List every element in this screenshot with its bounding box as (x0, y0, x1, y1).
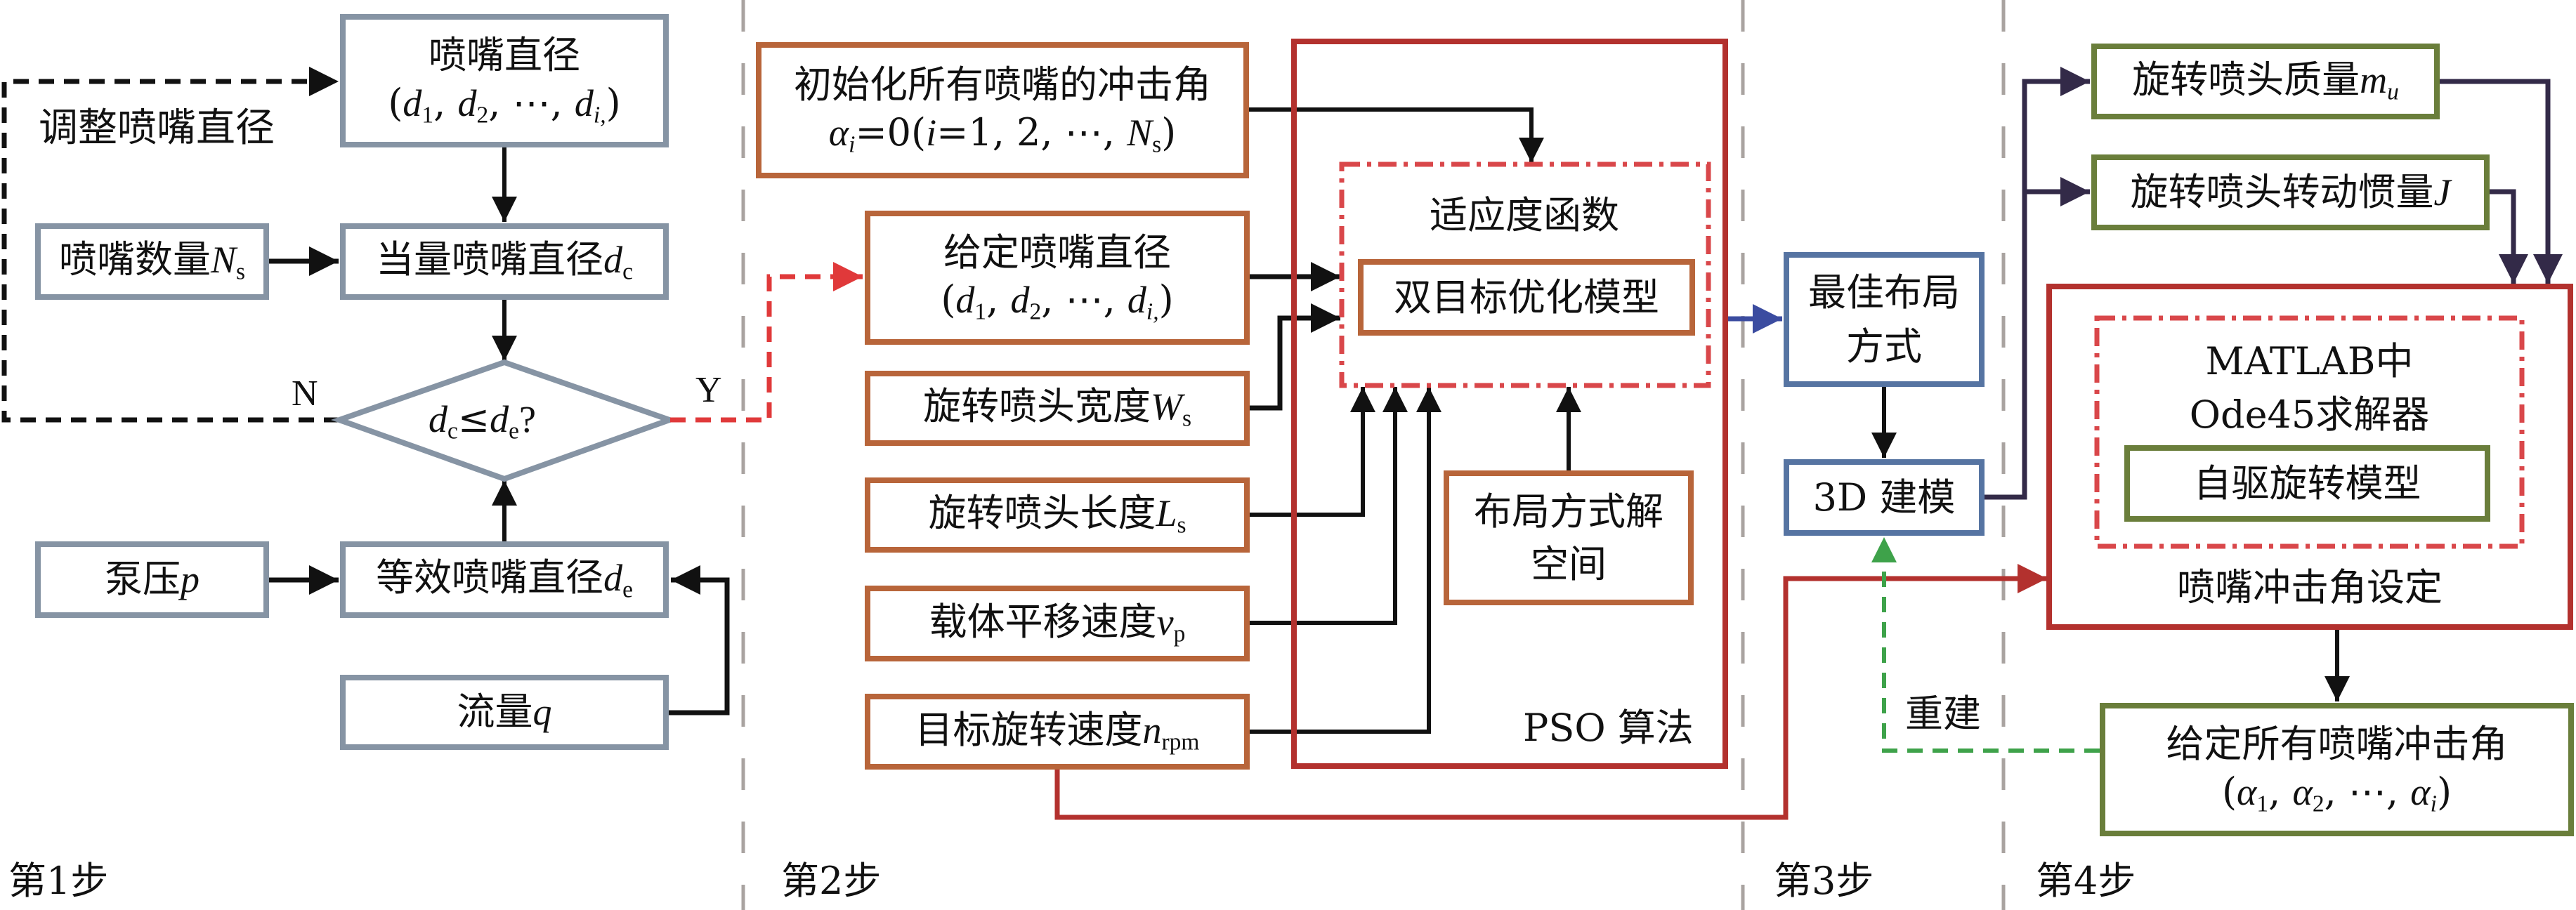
arrow-init-to-fitness (1249, 107, 1544, 163)
arrow-mass-to-setting (2440, 79, 2563, 284)
bi-objective-model-box: 双目标优化模型 (1358, 259, 1695, 336)
carrier-velocity-box: 载体平移速度vp (865, 586, 1250, 661)
equivalent-diameter-e-label: 等效喷嘴直径 (376, 555, 604, 600)
step-2-label: 第2步 (781, 859, 882, 903)
adjust-diameter-label: 调整喷嘴直径 (39, 105, 275, 151)
arrow-rebuild (1871, 537, 2100, 753)
best-layout-line1: 最佳布局 (1808, 270, 1960, 315)
no-branch-label: N (292, 374, 318, 414)
layout-space-line2: 空间 (1531, 542, 1607, 586)
arrow-yes-to-step2 (670, 262, 863, 423)
decision-condition: dc≤de? (429, 397, 536, 444)
decision-diamond (330, 359, 679, 482)
given-angles-box: 给定所有喷嘴冲击角 (α1, α2, ⋯, αi) (2100, 703, 2574, 836)
nozzle-count-label: 喷嘴数量 (58, 237, 211, 282)
pso-algorithm-frame (1291, 39, 1728, 769)
matlab-line2: Ode45求解器 (2189, 393, 2430, 437)
arrow-speed-to-angle-setting (1054, 564, 2047, 820)
head-mass-label: 旋转喷头质量 (2132, 57, 2360, 102)
3d-modeling-box: 3D 建模 (1784, 459, 1985, 536)
flow-rate-label: 流量 (457, 690, 533, 734)
bi-objective-model-label: 双目标优化模型 (1394, 275, 1659, 319)
init-angles-formula: αi=0(i=1, 2, ⋯, Ns) (828, 110, 1177, 157)
given-diameter-title: 给定喷嘴直径 (943, 230, 1171, 275)
yes-branch-label: Y (695, 370, 722, 410)
self-driven-model-label: 自驱旋转模型 (2193, 461, 2421, 506)
layout-space-box: 布局方式解 空间 (1444, 470, 1694, 605)
rebuild-label: 重建 (1905, 692, 1981, 736)
given-diameter-box: 给定喷嘴直径 (d1, d2, ⋯, di,) (865, 211, 1250, 345)
given-diameter-formula: (d1, d2, ⋯, di,) (941, 277, 1174, 325)
pso-algorithm-label: PSO 算法 (1523, 706, 1694, 750)
arrow-speed-to-fitness (1249, 387, 1441, 734)
given-angles-formula: (α1, α2, ⋯, αi) (2221, 769, 2452, 817)
head-length-box: 旋转喷头长度Ls (865, 477, 1250, 553)
init-angles-title: 初始化所有喷嘴的冲击角 (794, 62, 1211, 107)
head-length-label: 旋转喷头长度 (928, 491, 1156, 536)
matlab-frame (2094, 315, 2525, 549)
step-3-label: 第3步 (1774, 859, 1874, 903)
arrow-no-adjust (1, 67, 339, 423)
best-layout-line2: 方式 (1846, 324, 1922, 369)
arrow-length-to-fitness (1249, 387, 1375, 517)
nozzle-diameter-formula: (d1, d2, ⋯, di,) (388, 80, 621, 128)
arrow-width-to-fitness (1249, 303, 1340, 411)
arrow-velocity-to-fitness (1249, 387, 1408, 625)
step-1-label: 第1步 (8, 859, 109, 903)
nozzle-diameter-box: 喷嘴直径 (d1, d2, ⋯, di,) (340, 14, 669, 147)
flow-rate-box: 流量q (340, 675, 669, 750)
init-angles-box: 初始化所有喷嘴的冲击角 αi=0(i=1, 2, ⋯, Ns) (756, 42, 1249, 178)
head-inertia-box: 旋转喷头转动惯量J (2091, 154, 2490, 230)
arrow-flow-to-equiv-e (669, 565, 730, 716)
arrow-3d-to-mass (1984, 67, 2090, 500)
equivalent-diameter-c-label: 当量喷嘴直径 (376, 237, 604, 282)
head-width-box: 旋转喷头宽度Ws (865, 371, 1250, 446)
target-speed-label: 目标旋转速度 (915, 707, 1143, 752)
nozzle-count-box: 喷嘴数量Ns (35, 223, 269, 300)
pump-pressure-box: 泵压p (35, 541, 269, 618)
angle-setting-frame (2046, 284, 2573, 630)
matlab-line1: MATLAB中 (2205, 339, 2414, 383)
fitness-function-label: 适应度函数 (1430, 193, 1619, 237)
step-4-label: 第4步 (2036, 859, 2136, 903)
best-layout-box: 最佳布局 方式 (1784, 252, 1985, 387)
equivalent-diameter-e-box: 等效喷嘴直径de (340, 541, 669, 618)
head-inertia-label: 旋转喷头转动惯量 (2130, 169, 2434, 214)
target-speed-box: 目标旋转速度nrpm (865, 694, 1250, 770)
self-driven-model-box: 自驱旋转模型 (2124, 445, 2490, 522)
equivalent-diameter-c-box: 当量喷嘴直径dc (340, 223, 669, 300)
nozzle-diameter-title: 喷嘴直径 (429, 33, 580, 78)
head-mass-box: 旋转喷头质量mu (2091, 44, 2440, 119)
pump-pressure-label: 泵压 (105, 557, 181, 602)
matlab-label: MATLAB中 Ode45求解器 (2097, 343, 2522, 434)
fitness-frame (1339, 161, 1711, 388)
layout-space-line1: 布局方式解 (1474, 489, 1663, 534)
carrier-velocity-label: 载体平移速度 (929, 599, 1157, 644)
angle-setting-label: 喷嘴冲击角设定 (2177, 565, 2443, 609)
given-angles-title: 给定所有喷嘴冲击角 (2166, 722, 2508, 767)
3d-modeling-label: 3D 建模 (1812, 475, 1956, 520)
arrow-inertia-to-setting (2490, 189, 2528, 284)
head-width-label: 旋转喷头宽度 (922, 384, 1151, 429)
